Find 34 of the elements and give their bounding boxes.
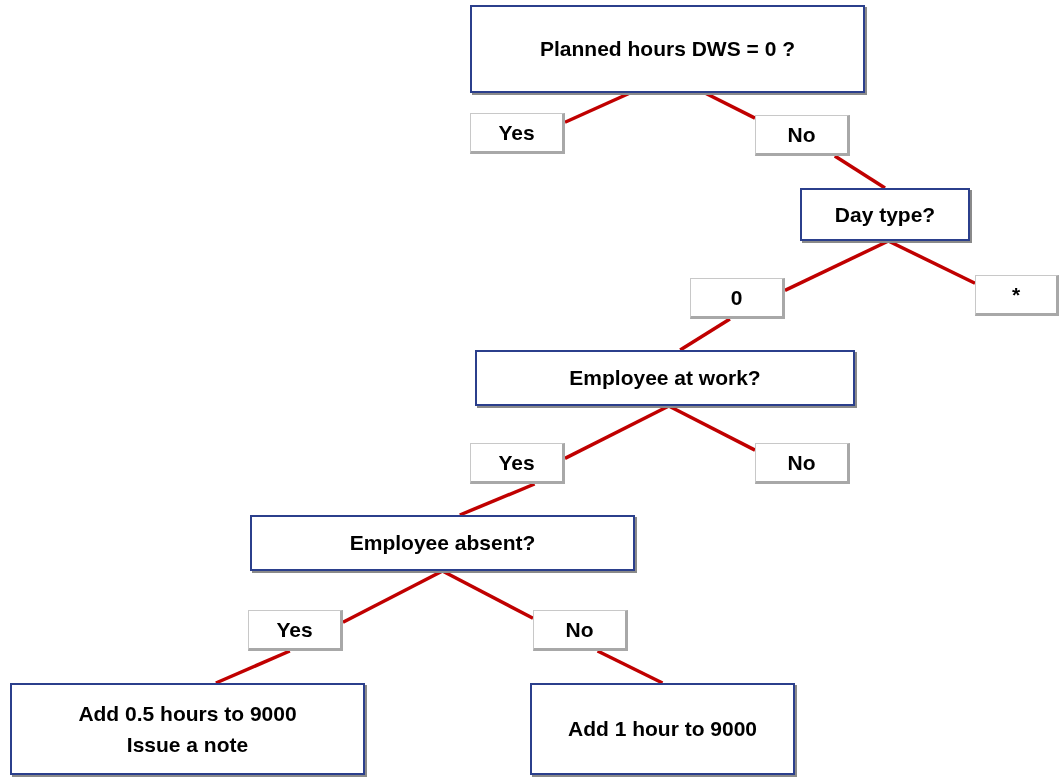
- answer-box: [248, 610, 343, 651]
- connector-line: [596, 649, 664, 685]
- node-text: Issue a note: [126, 732, 249, 758]
- node-text: Day type?: [834, 201, 936, 228]
- decision-box: [530, 683, 795, 775]
- answer-box: [755, 443, 850, 484]
- node-text: No: [787, 449, 816, 476]
- node-text: No: [565, 616, 594, 643]
- connector-line: [679, 317, 731, 352]
- decision-box: [475, 350, 855, 406]
- answer-box: [690, 278, 785, 319]
- decision-box: [10, 683, 365, 775]
- node-text: *: [1011, 281, 1021, 308]
- answer-box: [470, 443, 565, 484]
- connector-line: [459, 482, 536, 517]
- node-text: Employee absent?: [349, 530, 536, 557]
- connector-line: [215, 649, 291, 685]
- decision-box: [800, 188, 970, 241]
- node-text: Yes: [498, 449, 535, 476]
- answer-box: [975, 275, 1059, 316]
- answer-box: [470, 113, 565, 154]
- node-text: Add 0.5 hours to 9000: [78, 700, 297, 727]
- connector-line: [833, 154, 886, 190]
- answer-box: [755, 115, 850, 156]
- node-text: Employee at work?: [569, 365, 761, 392]
- node-text: Planned hours DWS = 0 ?: [540, 36, 795, 63]
- node-text: Add 1 hour to 9000: [568, 716, 757, 743]
- node-text: Yes: [276, 616, 313, 643]
- node-text: No: [787, 121, 816, 148]
- node-text: 0: [730, 284, 743, 311]
- decision-box: [250, 515, 635, 571]
- node-text: Yes: [498, 119, 535, 146]
- decision-box: [470, 5, 865, 93]
- answer-box: [533, 610, 628, 651]
